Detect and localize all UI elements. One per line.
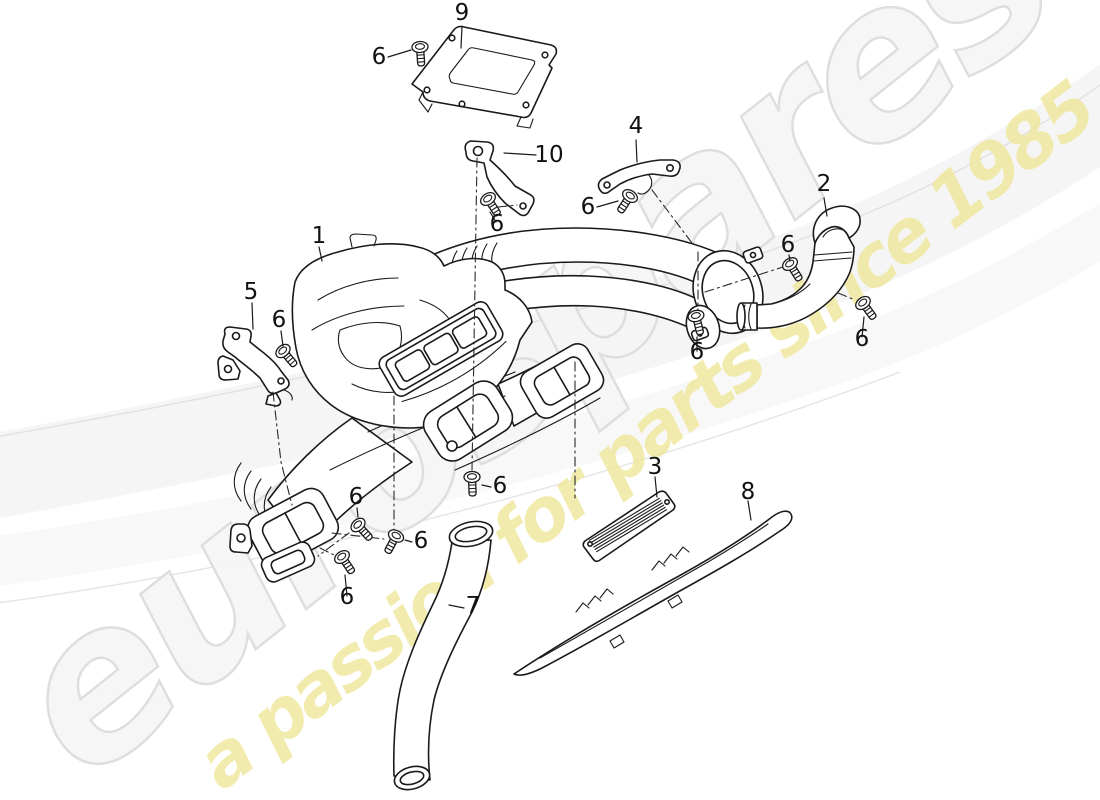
housing-contours: [311, 277, 457, 393]
assembly-axis-lines: [272, 157, 856, 557]
swoosh-line-2: [0, 371, 901, 604]
callout-label-6e: 6: [855, 326, 870, 352]
callout-label-8: 8: [741, 479, 756, 505]
callout-label-6c: 6: [581, 194, 596, 220]
callout-label-6h: 6: [349, 484, 364, 510]
grille-slats: [588, 497, 668, 553]
callout-label-6a: 6: [372, 44, 387, 70]
left-outlet: [229, 487, 340, 583]
part-8-defroster-duct: [513, 510, 793, 676]
part-3-vent-grille: [582, 490, 676, 563]
callout-label-6b: 6: [490, 211, 505, 237]
callout-labels: 9 6 10 6 4 6 2 6 6 1 5 6 6 6 6 6 6 3 8 7: [244, 0, 870, 619]
part-1-housing: [291, 233, 533, 429]
callout-leader-lines: [251, 25, 865, 609]
callout-label-1: 1: [312, 223, 327, 249]
elbow-scoop-mouth: [812, 205, 861, 244]
callout-label-3: 3: [648, 454, 663, 480]
part-5-bracket: [217, 326, 293, 407]
part-4-bracket: [597, 159, 681, 195]
callout-label-4: 4: [629, 113, 644, 139]
callout-label-6d: 6: [781, 232, 796, 258]
callout-label-6k: 6: [340, 584, 355, 610]
artwork-layer: [217, 25, 882, 791]
callout-label-5: 5: [244, 279, 259, 305]
duct-notches: [609, 594, 683, 649]
swoosh-band-2: [0, 203, 1100, 587]
callout-label-9: 9: [455, 0, 470, 26]
callout-label-6j: 6: [414, 528, 429, 554]
arm-corrugation: [233, 462, 272, 526]
callout-label-2: 2: [817, 171, 832, 197]
bracket-holes: [423, 34, 549, 109]
part-2-elbow-duct: [736, 205, 861, 331]
callout-label-6g: 6: [690, 339, 705, 365]
screw-icon: [410, 40, 431, 68]
part-9-bracket: [411, 25, 558, 129]
three-slot-vent-bezel: [378, 301, 507, 403]
duct-teeth: [575, 546, 690, 613]
part-10-bracket: [464, 140, 535, 217]
callout-label-6i: 6: [493, 473, 508, 499]
part-7-hose: [392, 520, 494, 791]
callout-label-10: 10: [534, 142, 563, 168]
callout-label-6f: 6: [272, 307, 287, 333]
swoosh-line: [0, 84, 1100, 437]
callout-label-7: 7: [466, 593, 481, 619]
